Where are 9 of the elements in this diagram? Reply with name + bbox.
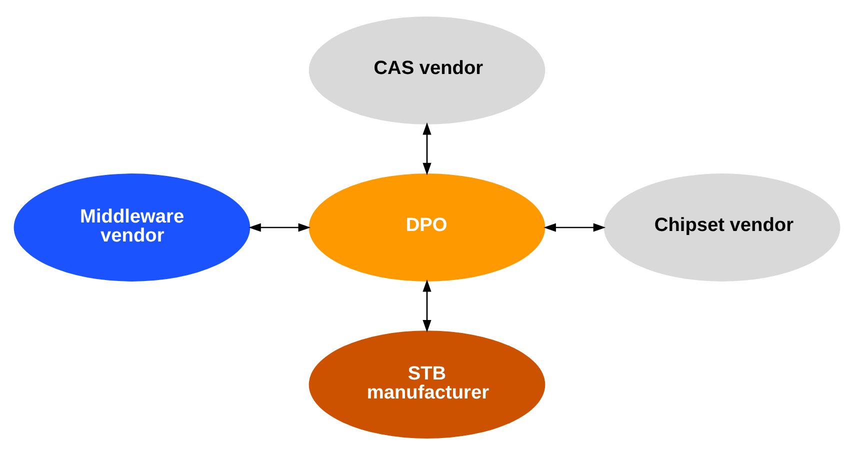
node-ellipse: DPO <box>308 173 546 281</box>
arrow <box>544 222 606 232</box>
arrow <box>422 122 432 175</box>
node-ellipse: Chipset vendor <box>604 173 840 281</box>
arrow <box>248 222 311 232</box>
node-ellipse: Middleware vendor <box>14 173 250 281</box>
node-ellipse: CAS vendor <box>308 16 546 124</box>
node-ellipse: STB manufacturer <box>308 330 546 438</box>
arrow <box>422 278 432 332</box>
